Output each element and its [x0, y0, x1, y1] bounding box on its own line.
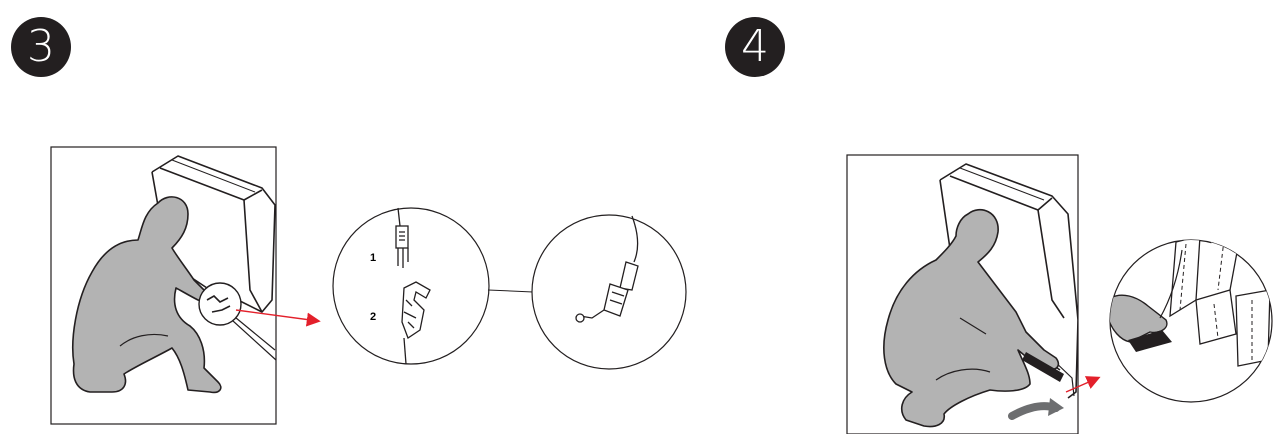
detail-connector-line: [488, 290, 533, 292]
part-1-label: 1: [370, 252, 376, 264]
part-2-label: 2: [370, 311, 376, 323]
step-4-scene: [847, 155, 1272, 434]
connector-highlight-circle: [199, 283, 241, 325]
step-3-scene: 1 2: [51, 147, 686, 424]
